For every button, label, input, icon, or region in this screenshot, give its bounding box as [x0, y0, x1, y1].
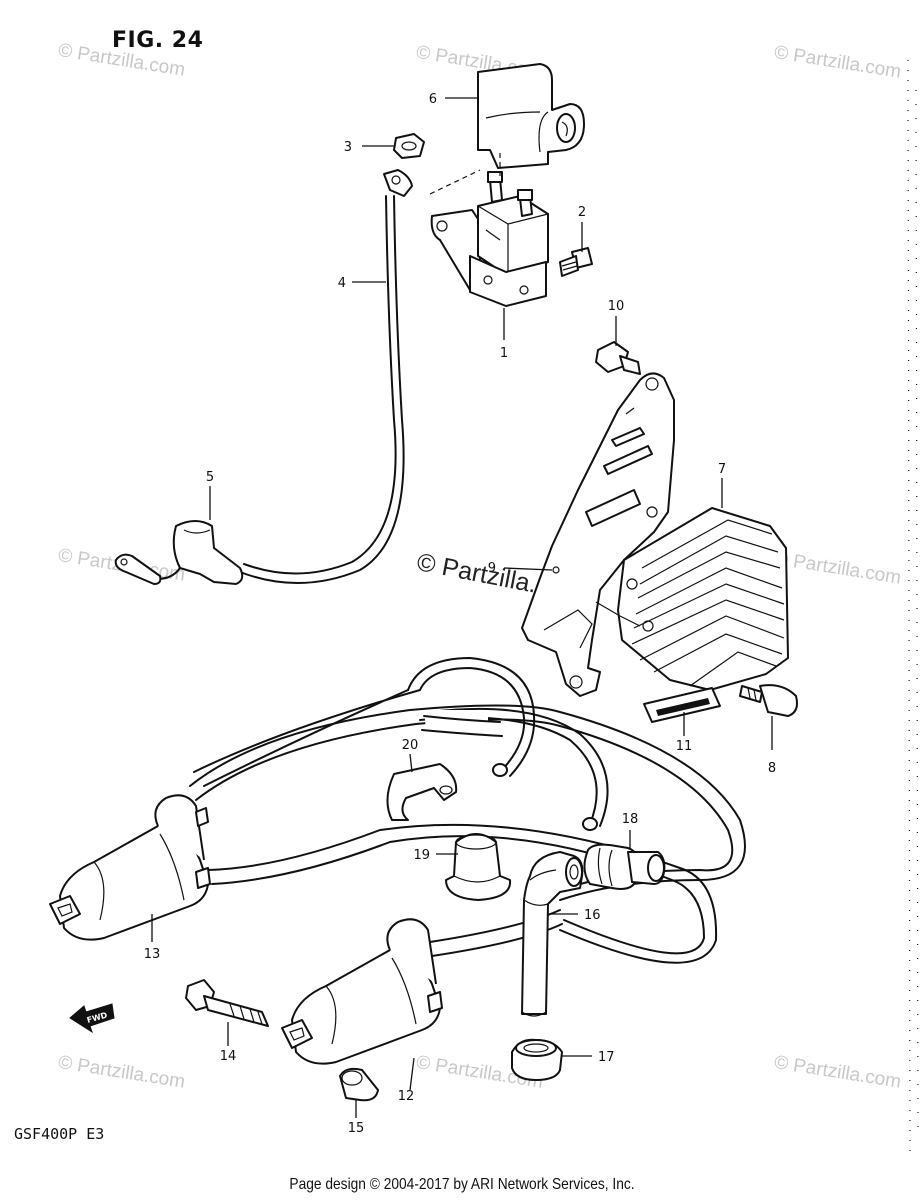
part-17-boot[interactable]	[511, 1038, 563, 1081]
callout-14: 14	[220, 1049, 237, 1064]
model-code: GSF400P E3	[14, 1125, 105, 1143]
callout-4: 4	[338, 276, 346, 291]
fwd-arrow-icon: FWD	[69, 1003, 115, 1034]
callout-2: 2	[578, 205, 586, 220]
callout-6: 6	[429, 92, 437, 107]
part-7-regulator-rectifier[interactable]	[595, 507, 789, 691]
callout-15: 15	[348, 1121, 365, 1136]
part-4-lead-wire[interactable]	[239, 169, 413, 584]
callout-17: 17	[598, 1050, 615, 1065]
callout-7: 7	[718, 462, 726, 477]
leader-lines	[151, 97, 773, 1118]
part-16-plug-cap-elbow[interactable]	[521, 851, 584, 1017]
part-11-tape[interactable]	[643, 687, 721, 723]
part-10-bolt[interactable]	[595, 341, 641, 375]
part-12-ignition-coil[interactable]	[281, 918, 443, 1065]
callout-9: 9	[488, 561, 496, 576]
part-13-ignition-coil[interactable]	[49, 794, 211, 941]
part-1-starter-relay[interactable]	[430, 171, 549, 307]
scan-edge	[907, 59, 919, 1161]
part-14-bolt[interactable]	[185, 979, 269, 1027]
callout-labels: 1 2 3 4 5 6 7 8 9 10 11 12 13 14 15 16 1…	[144, 92, 776, 1136]
part-9-bracket[interactable]	[521, 372, 675, 697]
callout-5: 5	[206, 470, 214, 485]
callout-1: 1	[500, 346, 508, 361]
fig-title: FIG. 24	[112, 28, 204, 53]
callout-13: 13	[144, 947, 161, 962]
callout-10: 10	[608, 299, 625, 314]
callout-19: 19	[413, 848, 430, 863]
part-18-plug-cap[interactable]	[583, 843, 666, 890]
callout-12: 12	[398, 1089, 415, 1104]
part-20-clamp[interactable]	[386, 763, 458, 821]
part-8-bolt[interactable]	[739, 684, 798, 717]
part-5-terminal-cover[interactable]	[114, 520, 244, 585]
part-3-nut[interactable]	[393, 133, 425, 159]
footer-copyright: Page design © 2004-2017 by ARI Network S…	[289, 1176, 635, 1193]
high-tension-cords	[189, 656, 746, 964]
part-15-collar[interactable]	[339, 1067, 379, 1102]
callout-18: 18	[622, 812, 639, 827]
callout-3: 3	[344, 140, 352, 155]
callout-20: 20	[402, 738, 419, 753]
part-19-rubber-cap[interactable]	[445, 833, 512, 901]
callout-11: 11	[676, 739, 693, 754]
callout-8: 8	[768, 761, 776, 776]
callout-16: 16	[584, 908, 601, 923]
part-2-bolt[interactable]	[559, 247, 593, 277]
part-6-terminal-cap[interactable]	[477, 63, 585, 169]
